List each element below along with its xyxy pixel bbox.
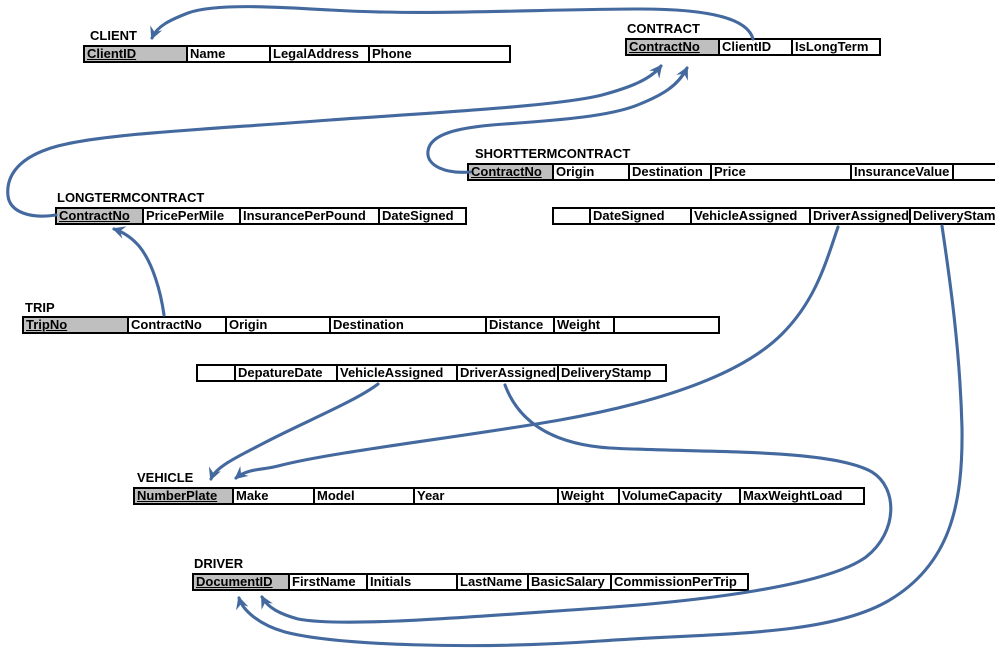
col-vehicle-weight: Weight bbox=[559, 489, 620, 503]
table-shortterm-contract-row2: DateSigned VehicleAssigned DriverAssigne… bbox=[552, 207, 995, 225]
col-client-name: Name bbox=[188, 47, 271, 61]
col-driver-firstname: FirstName bbox=[290, 575, 368, 589]
col-longterm-pricepermile: PricePerMile bbox=[144, 209, 241, 223]
col-trip-distance: Distance bbox=[487, 318, 555, 332]
col-driver-lastname: LastName bbox=[458, 575, 529, 589]
col-longterm-contractno: ContractNo bbox=[57, 209, 144, 223]
table-title-client: CLIENT bbox=[90, 28, 137, 43]
table-title-longterm-contract: LONGTERMCONTRACT bbox=[57, 190, 205, 205]
col-trip-destination: Destination bbox=[331, 318, 487, 332]
col-driver-documentid: DocumentID bbox=[194, 575, 290, 589]
col-shortterm-insurancevalue: InsuranceValue bbox=[852, 165, 954, 179]
col-client-legaladdress: LegalAddress bbox=[271, 47, 370, 61]
col-shortterm2-driverassigned: DriverAssigned bbox=[813, 209, 911, 223]
col-contract-islongterm: IsLongTerm bbox=[795, 40, 869, 54]
col-shortterm-origin: Origin bbox=[554, 165, 630, 179]
col-longterm-insuranceperpound: InsurancePerPound bbox=[241, 209, 380, 223]
arrow-trip-vehicleassigned-to-vehicle-numberplate bbox=[208, 382, 380, 481]
col-vehicle-volumecapacity: VolumeCapacity bbox=[620, 489, 741, 503]
table-title-driver: DRIVER bbox=[194, 556, 244, 571]
table-trip: TripNo ContractNo Origin Destination Dis… bbox=[22, 316, 720, 334]
col-longterm-datesigned: DateSigned bbox=[382, 209, 454, 223]
table-shortterm-contract: ContractNo Origin Destination Price Insu… bbox=[467, 163, 995, 181]
col-contract-contractno: ContractNo bbox=[627, 40, 720, 54]
table-title-trip: TRIP bbox=[25, 300, 55, 315]
table-longterm-contract: ContractNo PricePerMile InsurancePerPoun… bbox=[55, 207, 467, 225]
col-shortterm-price: Price bbox=[712, 165, 852, 179]
col-shortterm-empty bbox=[954, 165, 995, 179]
col-trip-empty bbox=[615, 318, 718, 332]
col-shortterm2-deliverystamp: DeliveryStamp bbox=[913, 209, 995, 223]
col-driver-commissionpertrip: CommissionPerTrip bbox=[614, 575, 737, 589]
arrow-shortterm-driverassigned-to-vehicle-numberplate bbox=[234, 225, 840, 480]
col-client-phone: Phone bbox=[372, 47, 412, 61]
col-trip-weight: Weight bbox=[555, 318, 615, 332]
table-driver: DocumentID FirstName Initials LastName B… bbox=[192, 573, 749, 591]
col-shortterm-destination: Destination bbox=[630, 165, 712, 179]
col-vehicle-maxweightload: MaxWeightLoad bbox=[743, 489, 843, 503]
col-trip2-deliverystamp: DeliveryStamp bbox=[561, 366, 652, 380]
col-trip-contractno: ContractNo bbox=[129, 318, 227, 332]
col-vehicle-year: Year bbox=[415, 489, 559, 503]
col-trip2-driverassigned: DriverAssigned bbox=[458, 366, 559, 380]
col-trip2-depaturedate: DepatureDate bbox=[236, 366, 338, 380]
table-title-contract: CONTRACT bbox=[627, 21, 700, 36]
col-trip-origin: Origin bbox=[227, 318, 331, 332]
arrow-trip-contractno-to-longtermcontract-contractno bbox=[112, 226, 166, 317]
col-shortterm2-empty bbox=[554, 209, 591, 223]
table-client: ClientID Name LegalAddress Phone bbox=[83, 45, 511, 63]
col-client-clientid: ClientID bbox=[85, 47, 188, 61]
table-title-shortterm-contract: SHORTTERMCONTRACT bbox=[475, 146, 631, 161]
col-trip2-vehicleassigned: VehicleAssigned bbox=[338, 366, 458, 380]
col-shortterm2-vehicleassigned: VehicleAssigned bbox=[692, 209, 811, 223]
col-driver-basicsalary: BasicSalary bbox=[529, 575, 612, 589]
col-vehicle-numberplate: NumberPlate bbox=[135, 489, 234, 503]
col-contract-clientid: ClientID bbox=[720, 40, 793, 54]
col-shortterm-contractno: ContractNo bbox=[469, 165, 554, 179]
table-vehicle: NumberPlate Make Model Year Weight Volum… bbox=[133, 487, 865, 505]
col-driver-initials: Initials bbox=[368, 575, 458, 589]
col-trip-tripno: TripNo bbox=[24, 318, 129, 332]
col-trip2-empty bbox=[198, 366, 236, 380]
col-vehicle-model: Model bbox=[315, 489, 415, 503]
col-vehicle-make: Make bbox=[234, 489, 315, 503]
table-title-vehicle: VEHICLE bbox=[137, 470, 194, 485]
col-shortterm2-datesigned: DateSigned bbox=[591, 209, 692, 223]
table-trip-row2: DepatureDate VehicleAssigned DriverAssig… bbox=[196, 364, 667, 382]
table-contract: ContractNo ClientID IsLongTerm bbox=[625, 38, 881, 56]
